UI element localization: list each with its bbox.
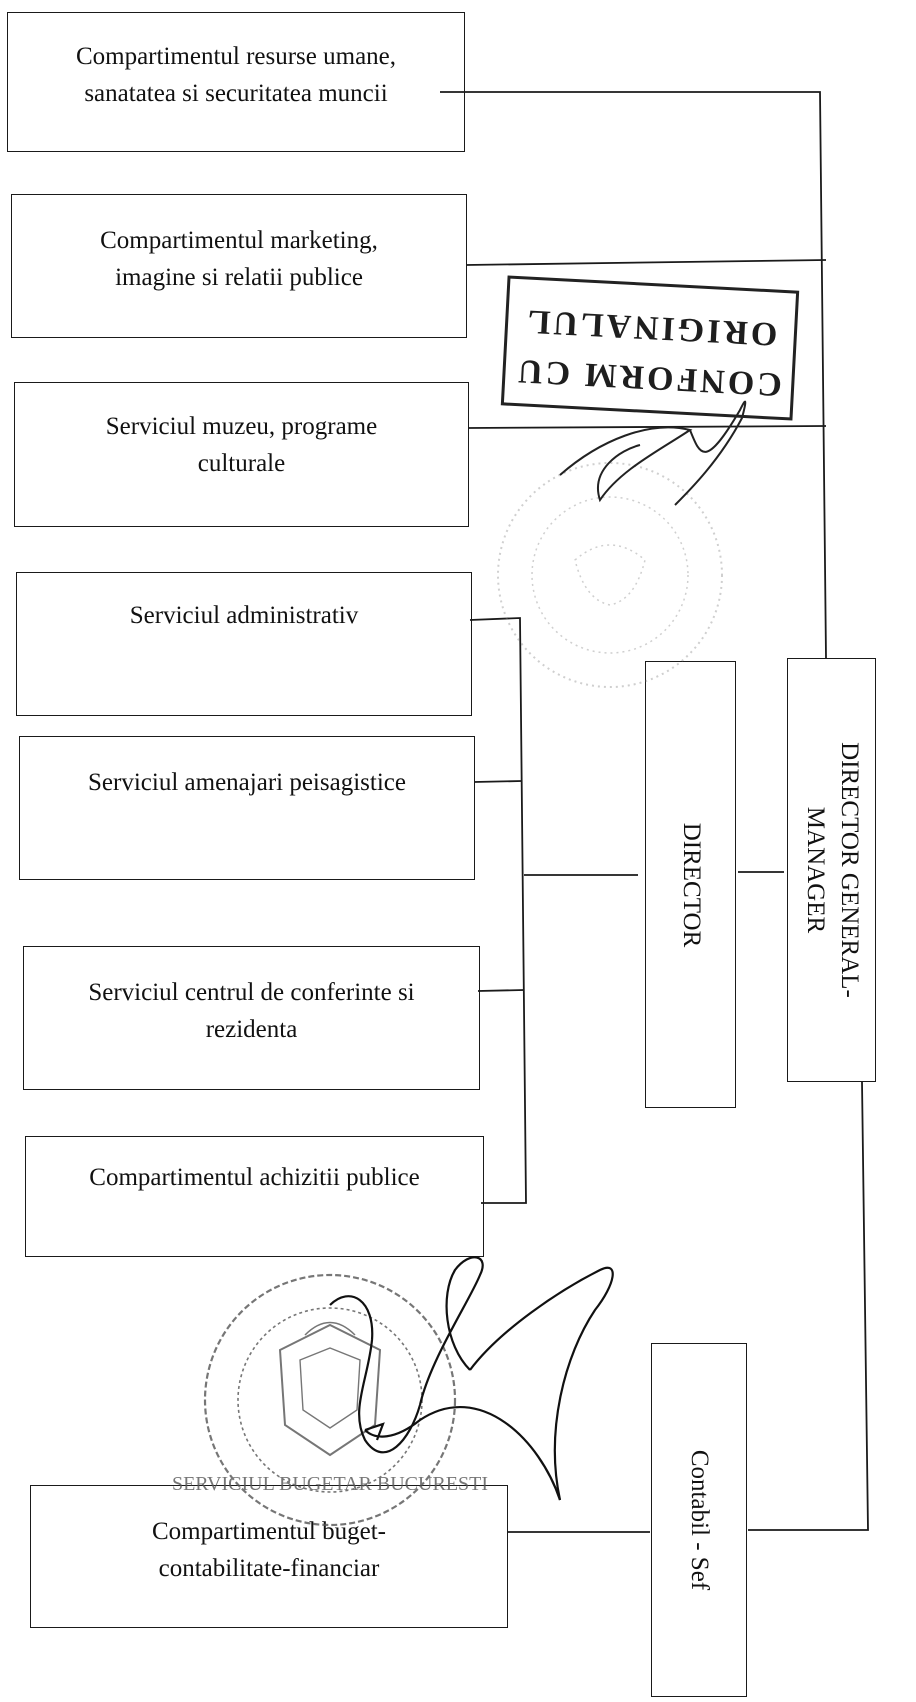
- box-landscape-line1: Serviciul amenajari peisagistice: [88, 769, 406, 796]
- director-label: DIRECTOR: [677, 822, 705, 947]
- box-marketing-line1: Compartimentul marketing,: [100, 227, 378, 254]
- box-chief-accountant: Contabil - Sef: [651, 1343, 747, 1697]
- connector-gm-to-accountant: [748, 1081, 869, 1531]
- box-museum: Serviciul muzeu, programe culturale: [14, 382, 469, 527]
- box-conference-line2: rezidenta: [205, 1016, 298, 1043]
- box-procurement: Compartimentul achizitii publice: [25, 1136, 484, 1257]
- box-general-manager: DIRECTOR GENERAL- MANAGER: [787, 658, 876, 1082]
- connector-landscape: [473, 780, 523, 783]
- box-hr: Compartimentul resurse umane, sanatatea …: [7, 12, 465, 152]
- box-conference-line1: Serviciul centrul de conferinte si: [88, 979, 415, 1006]
- connector-hr: [440, 91, 827, 659]
- general-manager-label: DIRECTOR GENERAL- MANAGER: [798, 742, 866, 998]
- box-budget: Compartimentul buget- contabilitate-fina…: [30, 1485, 508, 1628]
- general-manager-line1: DIRECTOR GENERAL-: [835, 742, 863, 998]
- box-marketing: Compartimentul marketing, imagine si rel…: [11, 194, 467, 338]
- box-hr-line1: Compartimentul resurse umane,: [75, 43, 397, 70]
- box-marketing-line2: imagine si relatii publice: [115, 264, 363, 291]
- box-budget-line1: Compartimentul buget-: [152, 1518, 386, 1545]
- box-admin: Serviciul administrativ: [16, 572, 472, 716]
- connector-conference: [477, 989, 525, 992]
- connector-museum: [467, 425, 827, 429]
- connector-marketing: [465, 259, 827, 266]
- box-procurement-line1: Compartimentul achizitii publice: [89, 1164, 420, 1191]
- box-conference: Serviciul centrul de conferinte si rezid…: [23, 946, 480, 1090]
- box-hr-line2: sanatatea si securitatea muncii: [84, 80, 388, 107]
- box-museum-line2: culturale: [197, 450, 286, 477]
- box-museum-line1: Serviciul muzeu, programe: [105, 413, 378, 440]
- box-admin-line1: Serviciul administrativ: [129, 602, 359, 629]
- chief-accountant-label: Contabil - Sef: [686, 1449, 713, 1591]
- conform-stamp: CONFORM CU ORIGINALUL: [500, 275, 800, 421]
- general-manager-line2: MANAGER: [801, 806, 829, 934]
- box-landscape: Serviciul amenajari peisagistice: [19, 736, 475, 880]
- connector-admin: [469, 617, 527, 1204]
- box-budget-line2: contabilitate-financiar: [158, 1555, 380, 1582]
- box-director: DIRECTOR: [645, 661, 736, 1108]
